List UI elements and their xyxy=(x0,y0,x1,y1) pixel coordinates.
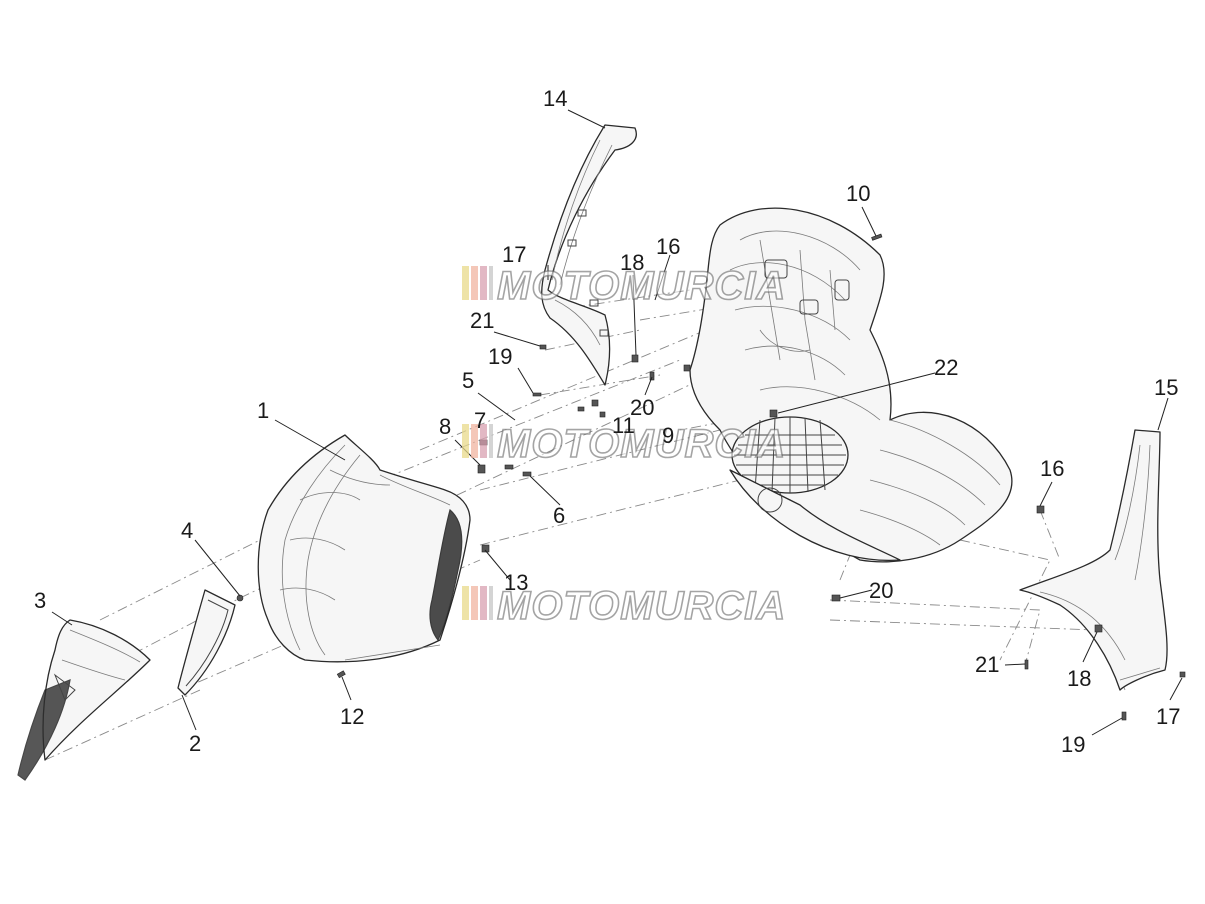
callout-labels: 14 10 17 18 16 21 19 5 22 15 1 8 7 20 11… xyxy=(34,86,1180,757)
watermark-text: MOTOMURCIA xyxy=(497,584,786,628)
frame-legshield-assembly xyxy=(689,207,1013,563)
callout-17: 17 xyxy=(1156,704,1180,729)
watermark-text: MOTOMURCIA xyxy=(497,264,786,308)
callout-16: 16 xyxy=(656,234,680,259)
callout-16: 16 xyxy=(1040,456,1064,481)
part-2-grille-frame xyxy=(177,589,236,696)
callout-21: 21 xyxy=(470,308,494,333)
leader-lines xyxy=(51,109,1183,736)
callout-21: 21 xyxy=(975,652,999,677)
callout-6: 6 xyxy=(553,503,565,528)
watermark-top: MOTOMURCIA xyxy=(462,263,786,309)
callout-15: 15 xyxy=(1154,375,1178,400)
callout-3: 3 xyxy=(34,588,46,613)
callout-1: 1 xyxy=(257,398,269,423)
callout-19: 19 xyxy=(1061,732,1085,757)
fasteners xyxy=(236,233,1186,721)
callout-2: 2 xyxy=(189,731,201,756)
grille-mesh xyxy=(734,417,846,493)
callout-9: 9 xyxy=(662,423,674,448)
callout-7: 7 xyxy=(474,408,486,433)
callout-4: 4 xyxy=(181,518,193,543)
part-14-left-inner-panel xyxy=(541,124,637,386)
callout-11: 11 xyxy=(612,413,635,438)
part-3-front-grille xyxy=(17,619,151,781)
callout-14: 14 xyxy=(543,86,567,111)
callout-12: 12 xyxy=(340,704,364,729)
callout-5: 5 xyxy=(462,368,474,393)
part-15-right-panel xyxy=(1019,429,1168,691)
callout-20: 20 xyxy=(869,578,893,603)
callout-18: 18 xyxy=(1067,666,1091,691)
callout-22: 22 xyxy=(934,355,958,380)
callout-18: 18 xyxy=(620,250,644,275)
callout-13: 13 xyxy=(504,570,528,595)
callout-8: 8 xyxy=(439,414,451,439)
watermark-middle: MOTOMURCIA xyxy=(462,421,786,467)
watermark-bottom: MOTOMURCIA xyxy=(462,583,786,629)
watermark-text: MOTOMURCIA xyxy=(497,422,786,466)
callout-10: 10 xyxy=(846,181,870,206)
callout-17: 17 xyxy=(502,242,526,267)
callout-20: 20 xyxy=(630,395,654,420)
callout-19: 19 xyxy=(488,344,512,369)
part-1-front-shield xyxy=(257,434,471,663)
